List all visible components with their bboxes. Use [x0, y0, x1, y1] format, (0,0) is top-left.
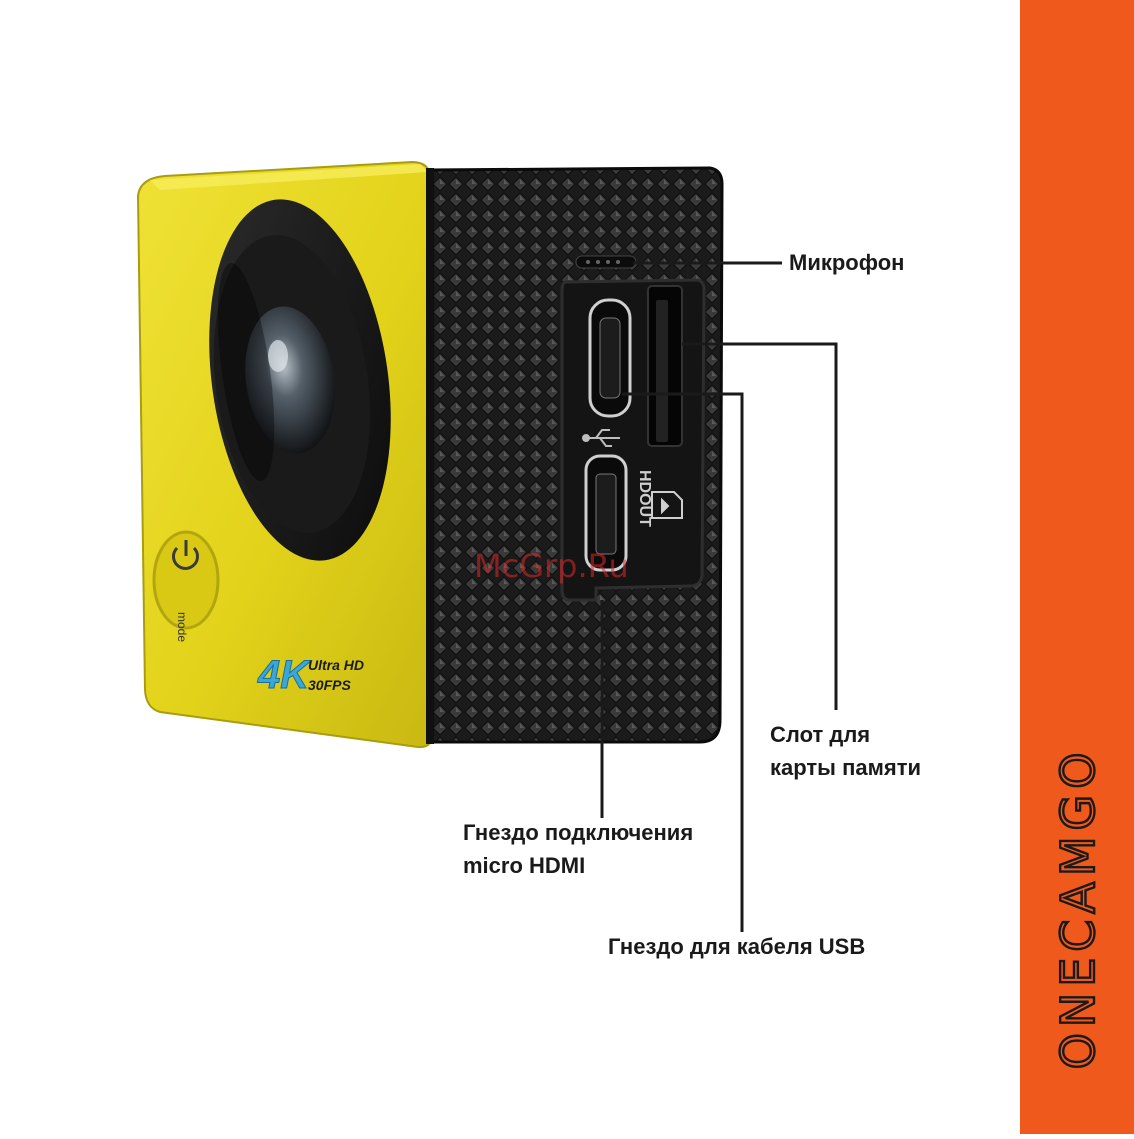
- callout-hdmi-port: Гнездо подключения micro HDMI: [463, 816, 693, 882]
- hdmi-port-label: HDOUT: [636, 470, 653, 527]
- callout-hdmi-port-line-1: Гнездо подключения: [463, 816, 693, 849]
- badge-4k: 4K: [257, 653, 312, 697]
- memory-card-slot: [648, 286, 682, 446]
- callout-microphone-line-1: Микрофон: [789, 246, 904, 279]
- badge-fps: 30FPS: [308, 677, 351, 693]
- callout-hdmi-port-line-2: micro HDMI: [463, 849, 693, 882]
- usb-port: [590, 300, 630, 416]
- callout-memory-slot-line-2: карты памяти: [770, 751, 921, 784]
- callout-memory-slot: Слот для карты памяти: [770, 718, 921, 784]
- mode-button-label: mode: [175, 612, 189, 642]
- watermark: McGrp.Ru: [474, 547, 629, 585]
- badge-ultra-hd: Ultra HD: [308, 657, 364, 673]
- brand-name: ONECAMGO: [1051, 747, 1105, 1070]
- callout-memory-slot-line-1: Слот для: [770, 718, 921, 751]
- callout-usb-port: Гнездо для кабеля USB: [608, 930, 865, 963]
- callout-usb-port-line-1: Гнездо для кабеля USB: [608, 930, 865, 963]
- callout-microphone: Микрофон: [789, 246, 904, 279]
- microphone-icon: [576, 256, 636, 268]
